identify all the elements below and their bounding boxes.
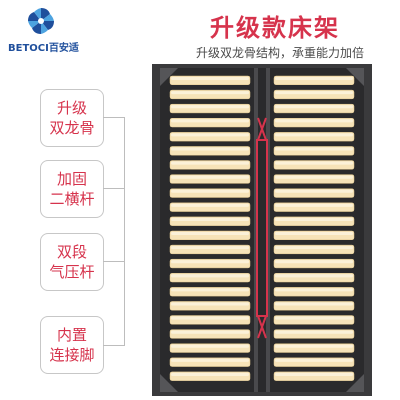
connector-line [103, 117, 124, 118]
slat-highlight [171, 246, 249, 250]
slat-highlight [171, 105, 249, 109]
slat-highlight [171, 133, 249, 137]
slat-highlight [171, 91, 249, 95]
page-subtitle: 升级双龙骨结构，承重能力加倍 [195, 46, 364, 60]
slat-highlight [275, 147, 353, 151]
feature-card-gas-struts: 双段 气压杆 [40, 233, 104, 291]
gas-strut-top [257, 117, 267, 141]
gas-strut-bottom [257, 315, 267, 339]
slat-highlight [171, 147, 249, 151]
slat-highlight [275, 133, 353, 137]
slat-highlight [275, 330, 353, 334]
feature-card-connector-legs: 内置 连接脚 [40, 316, 104, 374]
slat-highlight [275, 77, 353, 81]
corner-brace [346, 374, 364, 392]
slat-highlight [275, 175, 353, 179]
slat-highlight [171, 316, 249, 320]
gas-strut-highlight [256, 139, 268, 317]
slat-highlight [275, 119, 353, 123]
feature-line: 双段 [56, 243, 87, 261]
logo-text: BETOCI百安适 [8, 43, 79, 54]
connector-line [103, 345, 124, 346]
slat-highlight [171, 274, 249, 278]
corner-brace [160, 374, 178, 392]
bed-inner-area [160, 68, 364, 392]
slat-highlight [275, 260, 353, 264]
feature-line: 气压杆 [49, 263, 95, 281]
brand-logo: BETOCI百安适 [8, 6, 79, 56]
page-title: 升级款床架 [210, 14, 340, 42]
slat-highlight [275, 288, 353, 292]
slat-highlight [171, 344, 249, 348]
feature-line: 连接脚 [49, 346, 95, 364]
connector-line [103, 188, 124, 189]
slat-highlight [171, 260, 249, 264]
slat-highlight [171, 161, 249, 165]
slat-highlight [171, 189, 249, 193]
feature-line: 双龙骨 [49, 119, 95, 137]
slat-highlight [171, 302, 249, 306]
feature-line: 加固 [56, 170, 87, 188]
slat-highlight [275, 358, 353, 362]
slat-highlight [171, 358, 249, 362]
slat-highlight [275, 91, 353, 95]
slat-highlight [275, 105, 353, 109]
slat-highlight [275, 203, 353, 207]
slat-highlight [275, 232, 353, 236]
blue-pinwheel-logo-icon [28, 8, 54, 34]
slat-highlight [171, 330, 249, 334]
feature-card-crossbars: 加固 二横杆 [40, 160, 104, 218]
corner-brace [346, 68, 364, 86]
slat-highlight [275, 302, 353, 306]
slat-highlight [171, 77, 249, 81]
slat-highlight [275, 274, 353, 278]
slat-highlight [171, 203, 249, 207]
slat-highlight [171, 175, 249, 179]
slat-highlight [171, 232, 249, 236]
slat-highlight [275, 246, 353, 250]
slat-highlight [171, 288, 249, 292]
feature-line: 内置 [56, 326, 87, 344]
bed-frame-illustration [152, 64, 372, 396]
slat-highlight [275, 189, 353, 193]
corner-brace [160, 68, 178, 86]
slat-highlight [275, 217, 353, 221]
connector-trunk-line [124, 117, 125, 346]
slat-highlight [275, 316, 353, 320]
feature-card-double-keel: 升级 双龙骨 [40, 89, 104, 147]
slat-highlight [171, 217, 249, 221]
feature-line: 升级 [56, 99, 87, 117]
slat-highlight [275, 372, 353, 376]
slat-highlight [275, 161, 353, 165]
slat-highlight [171, 119, 249, 123]
slat-highlight [171, 372, 249, 376]
feature-line: 二横杆 [49, 190, 95, 208]
connector-line [103, 261, 124, 262]
slat-highlight [275, 344, 353, 348]
